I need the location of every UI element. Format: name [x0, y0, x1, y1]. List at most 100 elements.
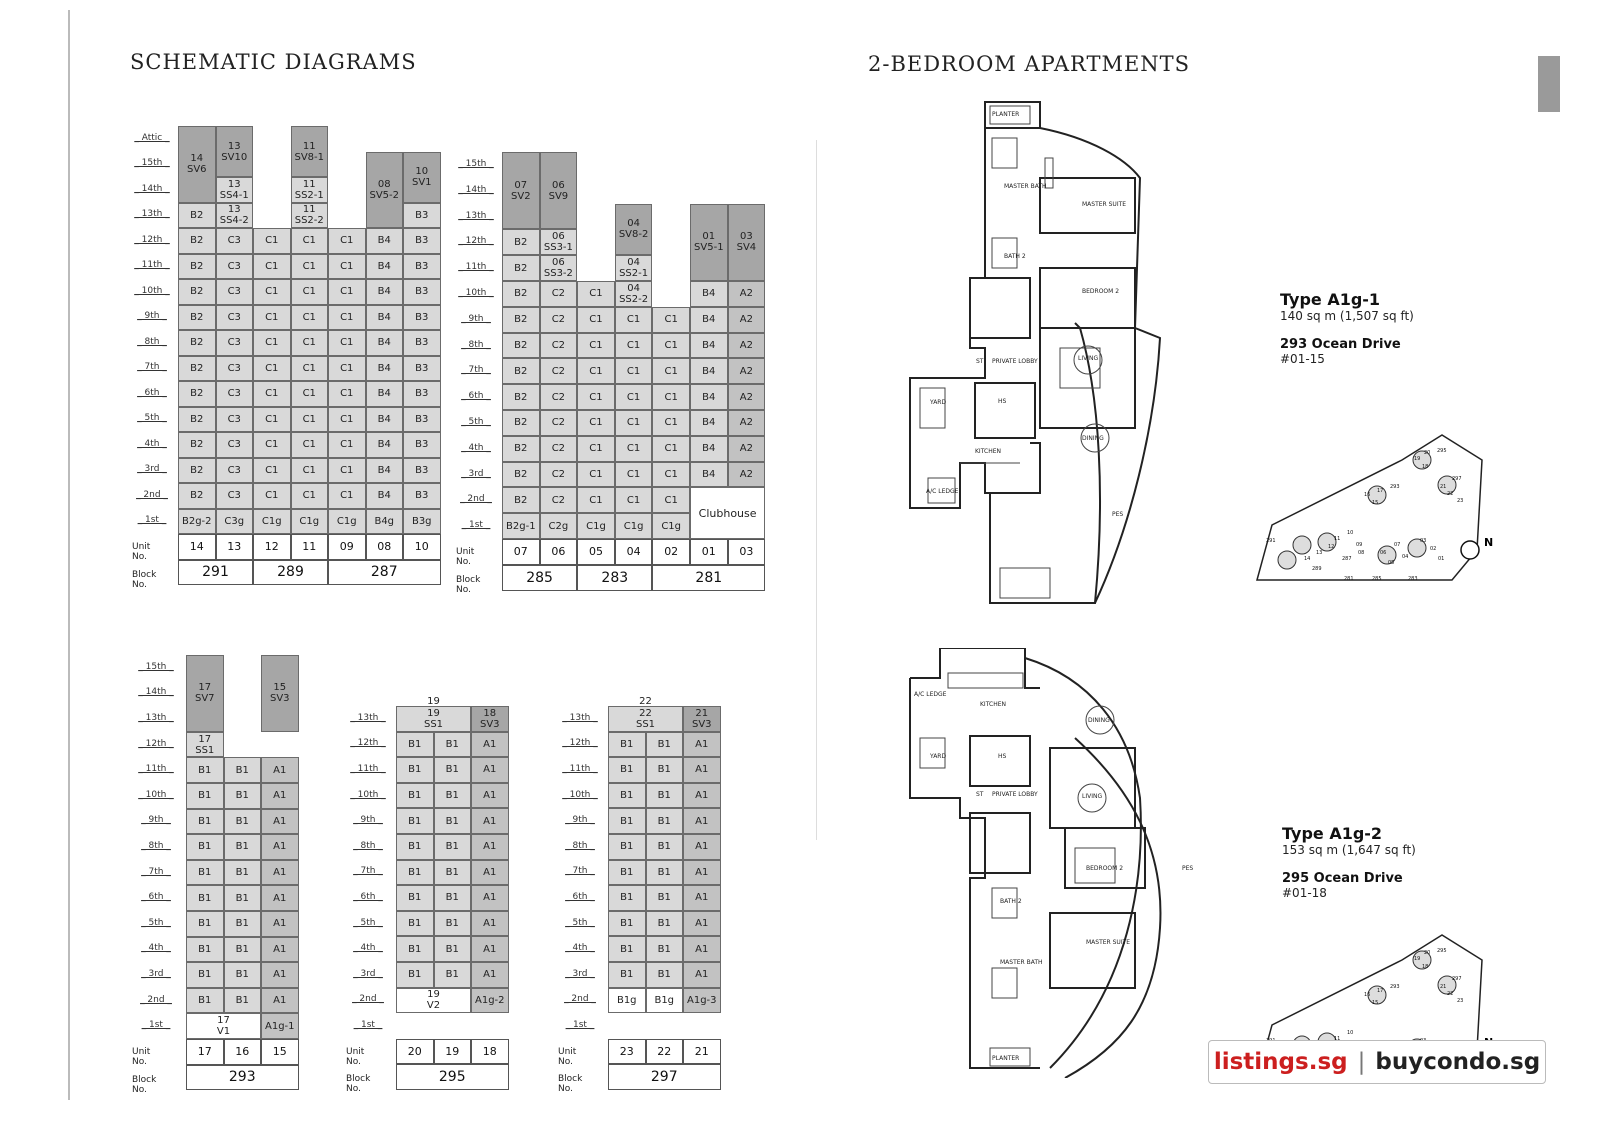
unit-cell: C1: [614, 410, 653, 436]
unit-cell: B4: [690, 384, 728, 410]
unit-cell: C1: [253, 406, 291, 432]
plan2-room-st: ST: [976, 791, 984, 798]
floor-label: _ 9th _: [353, 815, 383, 826]
site-map-label: 23: [1457, 498, 1463, 504]
unit-cell: B1: [433, 910, 471, 937]
block-number-cell: 293: [186, 1064, 299, 1091]
unit-cell: B1: [433, 936, 471, 962]
unit-cell: A1: [683, 757, 721, 783]
unit-cell: C2: [539, 410, 578, 436]
unit-cell: B3: [403, 253, 441, 279]
site-map-label: 291: [1266, 538, 1276, 544]
unit-cell: B1: [186, 808, 224, 835]
unit-number-cell: 07: [502, 539, 540, 565]
unit-cell: C1: [290, 304, 328, 330]
unit-cell: B4: [365, 330, 403, 356]
floorplan-a1g-1-drawing: PLANTER MASTER BATH MASTER SUITE BATH 2 …: [909, 101, 1162, 604]
site-map-label: 285: [1372, 576, 1382, 582]
unit-cell: A1: [471, 731, 509, 758]
unit-cell: B1: [223, 962, 261, 988]
floor-label: _ 11th _: [138, 764, 174, 775]
site-map-label: 15: [1372, 1000, 1378, 1006]
unit-cell: A1: [261, 987, 299, 1014]
unit-cell: B4: [690, 306, 728, 333]
unit-cell: B1: [396, 834, 434, 860]
plan2-room-kitchen: KITCHEN: [980, 701, 1006, 708]
unit-cell: B2: [502, 461, 540, 488]
site-map-label: 07: [1394, 542, 1400, 548]
unit-cell: C3: [215, 253, 253, 279]
unit-cell: B1: [223, 936, 261, 963]
unit-cell: B2: [178, 483, 216, 509]
unit-cell: B1: [608, 885, 646, 911]
unit-cell: C2: [539, 332, 578, 359]
unit-cell: B2: [178, 228, 216, 254]
unit-cell: C3: [215, 279, 253, 305]
unit-cell: A1: [683, 834, 721, 860]
floor-label: _ 5th _: [461, 416, 491, 427]
unit-cell: C1: [577, 487, 615, 514]
unit-number-cell: 18: [471, 1038, 509, 1065]
unit-cell: C1g: [253, 508, 291, 534]
unit-cell: C1: [652, 487, 690, 514]
plan1-room-master-suite: MASTER SUITE: [1082, 201, 1126, 208]
unit-cell: C1: [290, 457, 328, 483]
site-map-label: 14: [1304, 556, 1310, 562]
unit-cell: A1: [683, 859, 721, 886]
unit-number-cell: 16: [223, 1039, 261, 1065]
floor-label: _ 13th _: [134, 209, 170, 220]
unit-cell: 11 SS2-2: [290, 202, 328, 228]
floor-label: _ 9th _: [137, 311, 167, 322]
right-page-title: 2-BEDROOM APARTMENTS: [868, 52, 1191, 76]
unit-cell: B1: [186, 757, 224, 783]
floor-label: _ 2nd _: [140, 994, 172, 1005]
unit-cell: B1: [186, 885, 224, 911]
unit-cell: B1: [645, 808, 683, 834]
plan1-room-st: ST: [976, 358, 984, 365]
floor-label: _ 7th _: [141, 866, 171, 877]
unit-number-cell: 11: [290, 534, 328, 560]
watermark-banner: listings.sg | buycondo.sg: [1208, 1040, 1546, 1084]
unit-cell: C3: [215, 228, 253, 254]
floor-label: _ 3rd _: [461, 468, 491, 479]
site-map-label: 17: [1377, 488, 1383, 494]
unit-number-cell: 13: [215, 534, 253, 560]
unit-cell: C1: [328, 253, 366, 279]
floorplan-a1g-2-drawing: A/C LEDGE KITCHEN DINING YARD HS ST PRIV…: [909, 647, 1241, 1079]
unit-cell: 06 SV9: [539, 152, 578, 230]
site-map-label: 21: [1440, 984, 1446, 990]
page-tab-mark: [1538, 56, 1560, 112]
unit-cell: C1g: [328, 508, 366, 534]
unit-cell: Clubhouse: [690, 487, 766, 539]
binder-line: [68, 10, 70, 1100]
unit-cell: C1g: [290, 508, 328, 534]
unit-cell: C1g: [614, 513, 653, 539]
unit-number-cell: 17: [186, 1039, 224, 1065]
unit-cell: C3: [215, 483, 253, 509]
unit-cell: A2: [727, 384, 766, 410]
block-number-cell: 285: [502, 564, 578, 591]
unit-cell: A1: [261, 859, 299, 886]
unit-cell: B4: [690, 461, 728, 488]
floor-label: _ 5th _: [353, 917, 383, 928]
site-map-label: 20: [1424, 950, 1430, 956]
unit-cell: B1: [396, 910, 434, 937]
unit-cell: C1: [652, 332, 690, 359]
unit-cell: C1: [290, 330, 328, 356]
unit-cell: B2: [178, 304, 216, 330]
unit-cell: 06 SS3-2: [539, 255, 578, 281]
site-map-label: 17: [1377, 988, 1383, 994]
floor-label: _ 10th _: [138, 789, 174, 800]
unit-cell: B1: [396, 757, 434, 783]
floor-label: _ 13th _: [138, 713, 174, 723]
plan2-room-dining: DINING: [1088, 717, 1110, 724]
site-map-label: 19: [1414, 956, 1420, 962]
unit-cell: C1: [614, 306, 653, 333]
unit-cell: B3: [403, 457, 441, 483]
unit-cell: B4: [690, 332, 728, 359]
unit-number-cell: 04: [614, 539, 653, 565]
unit-cell: B2: [502, 255, 540, 281]
floor-label: _ 4th _: [565, 943, 595, 954]
unit-cell: B1g: [645, 987, 683, 1014]
floor-label: _ 11th _: [458, 262, 494, 273]
